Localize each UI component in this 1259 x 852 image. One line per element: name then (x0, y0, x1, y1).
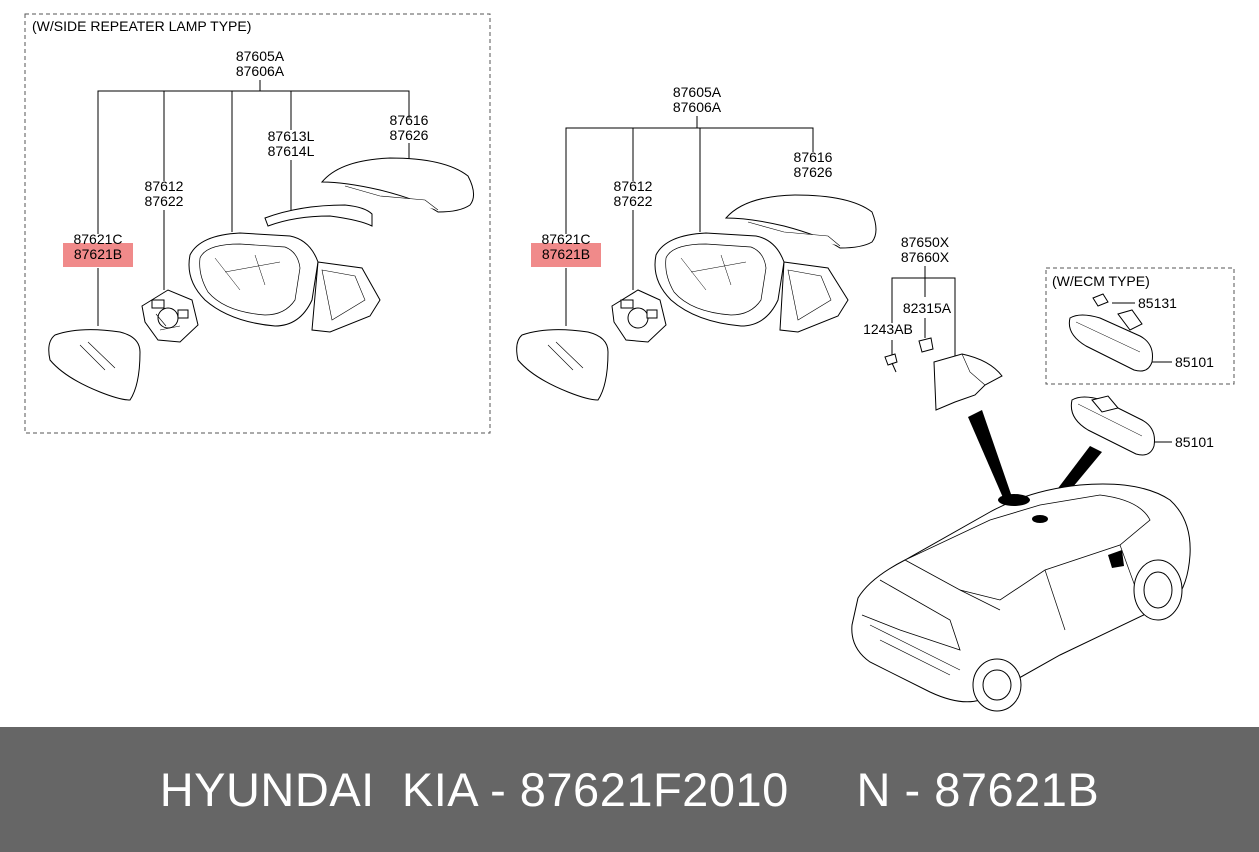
leader-lines-cover (891, 266, 956, 356)
label-87606a-left: 87606A (236, 63, 285, 79)
ecm-sensor-85131 (1092, 293, 1143, 331)
scalp-cover-center (724, 194, 877, 249)
label-87621c-left: 87621C (73, 231, 122, 247)
car-windshield-mark (1032, 515, 1048, 523)
ecm-inside-mirror (1068, 314, 1153, 372)
label-87612-center: 87612 (614, 178, 653, 194)
repeater-lamp (264, 204, 373, 227)
inside-mirror-cover (933, 353, 1003, 411)
label-87616-center: 87616 (794, 149, 833, 165)
car-side-mirror-mark (1108, 550, 1124, 568)
arrow-cover-to-car (968, 410, 1012, 500)
vehicle-outline (851, 483, 1191, 712)
footer-part-number-text: HYUNDAI KIA - 87621F2010 N - 87621B (159, 763, 1100, 816)
label-85131: 85131 (1138, 295, 1177, 311)
screw-1243ab (884, 353, 898, 373)
leader-lines-ecm (1112, 302, 1172, 363)
ecm-panel-title: (W/ECM TYPE) (1052, 273, 1150, 289)
label-85101-ecm: 85101 (1175, 354, 1214, 370)
side-repeater-panel-title: (W/SIDE REPEATER LAMP TYPE) (32, 18, 251, 34)
label-87650x: 87650X (901, 234, 950, 250)
actuator-left (141, 289, 199, 343)
highlight-87621b-left (63, 243, 133, 267)
label-82315a: 82315A (903, 300, 952, 316)
label-87605a-left: 87605A (236, 48, 285, 64)
highlight-87621b-center (531, 243, 601, 267)
label-87614l: 87614L (268, 143, 315, 159)
clip-82315a (918, 337, 934, 353)
label-87616-left: 87616 (390, 112, 429, 128)
parts-diagram: (W/SIDE REPEATER LAMP TYPE) 87605A 87606… (24, 13, 1235, 712)
mirror-housing-left (188, 232, 381, 333)
mirror-housing-center (654, 232, 849, 333)
ecm-panel-frame (1045, 267, 1235, 385)
scalp-cover-left (320, 157, 474, 213)
label-87613l: 87613L (268, 128, 315, 144)
label-87621c-center: 87621C (541, 231, 590, 247)
car-roof-mark (998, 494, 1030, 506)
mirror-glass-left (48, 329, 141, 401)
label-87612-left: 87612 (145, 178, 184, 194)
label-87605a-center: 87605A (673, 84, 722, 100)
mirror-glass-center (516, 329, 609, 401)
label-87622-center: 87622 (614, 193, 653, 209)
label-87626-center: 87626 (794, 164, 833, 180)
actuator-center (611, 289, 667, 343)
leader-lines-left (97, 80, 410, 326)
inside-mirror-85101 (1070, 395, 1155, 456)
label-87660x: 87660X (901, 249, 950, 265)
label-87621b-left: 87621B (74, 246, 122, 262)
label-87622-left: 87622 (145, 193, 184, 209)
side-repeater-panel-frame (24, 13, 491, 434)
label-87626-left: 87626 (390, 127, 429, 143)
label-1243ab: 1243AB (863, 321, 913, 337)
footer-banner: HYUNDAI KIA - 87621F2010 N - 87621B (0, 727, 1259, 852)
label-87621b-center: 87621B (542, 246, 590, 262)
label-87606a-center: 87606A (673, 99, 722, 115)
leader-lines-center (565, 116, 814, 326)
label-85101: 85101 (1175, 434, 1214, 450)
